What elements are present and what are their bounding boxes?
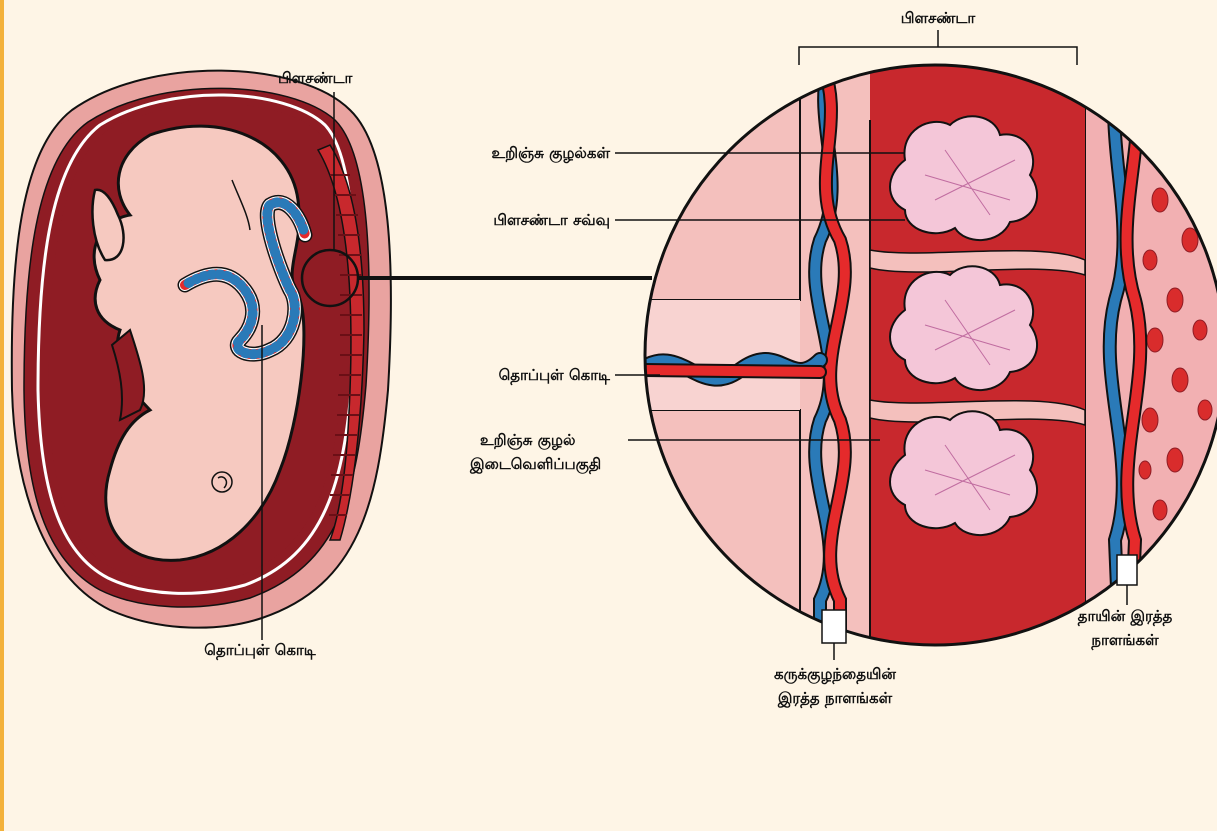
label-umbilical-cord-right: தொப்புள் கொடி xyxy=(400,365,610,385)
label-intervillous-line1: உறிஞ்சு குழல் xyxy=(480,430,575,450)
label-umbilical-cord-bottom: தொப்புள் கொடி xyxy=(170,640,350,660)
label-placental-membrane: பிளசண்டா சவ்வு xyxy=(400,210,610,230)
label-fetal-vessels-line1: கருக்குழந்தையின் xyxy=(730,664,940,684)
label-maternal-vessels-line2: நாளங்கள் xyxy=(1035,630,1215,650)
label-placenta-left: பிளசண்டா xyxy=(278,68,352,88)
label-intervillous-line2: இடைவெளிப்பகுதி xyxy=(470,454,601,474)
label-fetal-vessels-line2: இரத்த நாளங்கள் xyxy=(730,688,940,708)
label-villi: உறிஞ்சு குழல்கள் xyxy=(400,143,610,163)
label-placenta-top: பிளசண்டா xyxy=(878,8,998,28)
placenta-bracket xyxy=(799,30,1077,65)
label-maternal-vessels-line1: தாயின் இரத்த xyxy=(1035,606,1215,626)
